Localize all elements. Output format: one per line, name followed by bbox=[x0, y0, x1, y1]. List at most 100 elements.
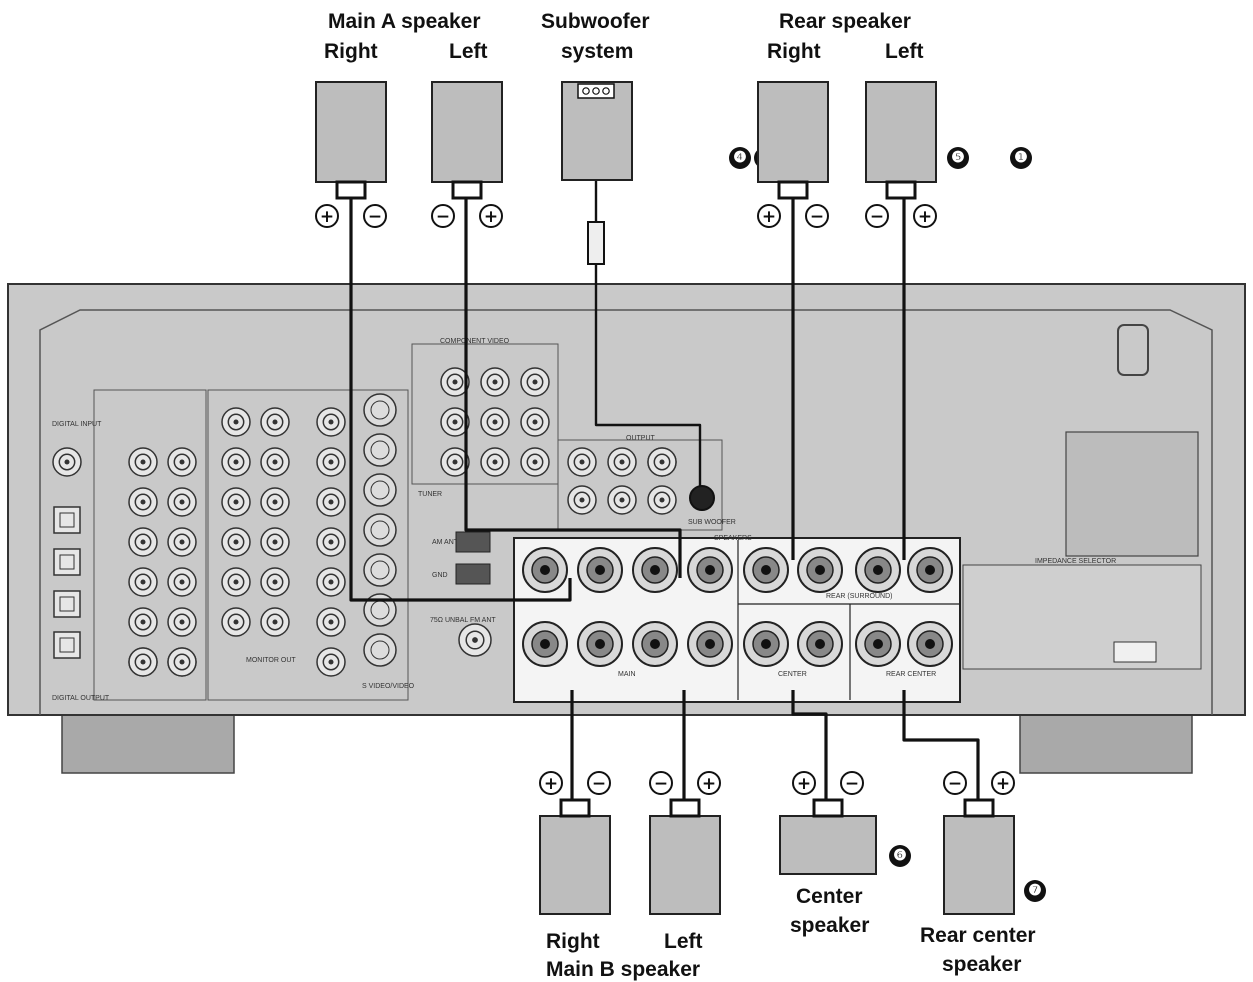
video-audio-jack[interactable] bbox=[260, 567, 290, 597]
s-video-jack[interactable] bbox=[363, 473, 397, 507]
preamp-output-jack[interactable] bbox=[607, 485, 637, 515]
speaker-binding-post[interactable] bbox=[687, 621, 733, 667]
impedance-selector-panel bbox=[962, 564, 1202, 670]
polarity-plus-marker: + bbox=[697, 771, 721, 795]
s-video-jack[interactable] bbox=[363, 433, 397, 467]
impedance-switch[interactable] bbox=[1113, 641, 1157, 663]
component-video-jack[interactable] bbox=[480, 407, 510, 437]
speaker-binding-post[interactable] bbox=[797, 547, 843, 593]
video-audio-jack[interactable] bbox=[260, 447, 290, 477]
audio-input-jack-r[interactable] bbox=[128, 447, 158, 477]
video-audio-jack[interactable] bbox=[221, 447, 251, 477]
center-input-jack[interactable] bbox=[167, 647, 197, 677]
preamp-output-jack[interactable] bbox=[567, 485, 597, 515]
center-output-jack[interactable] bbox=[647, 447, 677, 477]
polarity-minus-marker: − bbox=[840, 771, 864, 795]
speaker-binding-post[interactable] bbox=[687, 547, 733, 593]
polarity-minus-marker: − bbox=[649, 771, 673, 795]
audio-input-jack-l[interactable] bbox=[167, 607, 197, 637]
svg-text:−: − bbox=[592, 774, 606, 794]
fm-antenna-jack[interactable] bbox=[458, 623, 492, 657]
coaxial-input-jack[interactable] bbox=[52, 447, 82, 477]
speaker-binding-post[interactable] bbox=[743, 547, 789, 593]
speaker-binding-post[interactable] bbox=[907, 621, 953, 667]
audio-input-jack-r[interactable] bbox=[128, 527, 158, 557]
speaker-boxes: +−−++−−++−−++−−+ bbox=[315, 81, 1015, 915]
audio-input-jack-r[interactable] bbox=[128, 487, 158, 517]
s-video-jack[interactable] bbox=[363, 633, 397, 667]
video-jack[interactable] bbox=[316, 567, 346, 597]
audio-input-jack-l[interactable] bbox=[167, 567, 197, 597]
video-jack[interactable] bbox=[316, 607, 346, 637]
sub-woofer-input-jack[interactable] bbox=[128, 647, 158, 677]
speaker-binding-post[interactable] bbox=[577, 621, 623, 667]
antenna-terminal[interactable] bbox=[455, 531, 491, 553]
jack-array bbox=[52, 367, 677, 677]
video-audio-jack[interactable] bbox=[221, 567, 251, 597]
rear-center-label-line2: speaker bbox=[942, 953, 1022, 976]
audio-input-jack-r[interactable] bbox=[128, 607, 158, 637]
wire-main-a-right bbox=[349, 196, 572, 602]
main-a-left-label: Left bbox=[449, 40, 488, 63]
video-jack[interactable] bbox=[316, 407, 346, 437]
svg-text:+: + bbox=[918, 207, 932, 227]
video-audio-jack[interactable] bbox=[221, 527, 251, 557]
optical-port[interactable] bbox=[53, 506, 81, 534]
speaker-binding-post[interactable] bbox=[797, 621, 843, 667]
speaker-binding-post[interactable] bbox=[632, 621, 678, 667]
audio-input-jack-l[interactable] bbox=[167, 527, 197, 557]
audio-input-jack-l[interactable] bbox=[167, 447, 197, 477]
video-jack[interactable] bbox=[316, 447, 346, 477]
rear-speaker-title: Rear speaker bbox=[779, 10, 911, 33]
component-video-jack[interactable] bbox=[480, 447, 510, 477]
video-jack[interactable] bbox=[316, 527, 346, 557]
component-video-jack[interactable] bbox=[520, 447, 550, 477]
video-audio-jack[interactable] bbox=[260, 487, 290, 517]
badge-4: ❹ bbox=[729, 147, 751, 169]
preamp-output-jack[interactable] bbox=[647, 485, 677, 515]
video-audio-jack[interactable] bbox=[221, 487, 251, 517]
component-video-jack[interactable] bbox=[520, 407, 550, 437]
video-audio-jack[interactable] bbox=[260, 407, 290, 437]
polarity-plus-marker: + bbox=[539, 771, 563, 795]
speaker-binding-post[interactable] bbox=[743, 621, 789, 667]
component-video-jack[interactable] bbox=[480, 367, 510, 397]
component-video-jack[interactable] bbox=[520, 367, 550, 397]
sub-woofer-output-label: SUB WOOFER bbox=[688, 519, 736, 526]
main-terminal-label: MAIN bbox=[618, 671, 636, 678]
speaker-binding-post[interactable] bbox=[855, 621, 901, 667]
badge-1: ❶ bbox=[1010, 147, 1032, 169]
wire-center bbox=[791, 690, 828, 800]
s-video-jack[interactable] bbox=[363, 393, 397, 427]
component-video-jack[interactable] bbox=[440, 407, 470, 437]
speaker-binding-post[interactable] bbox=[632, 547, 678, 593]
speaker-binding-post[interactable] bbox=[522, 547, 568, 593]
preamp-output-jack[interactable] bbox=[607, 447, 637, 477]
video-audio-jack[interactable] bbox=[260, 607, 290, 637]
speaker-binding-post[interactable] bbox=[522, 621, 568, 667]
optical-port[interactable] bbox=[53, 590, 81, 618]
speaker-binding-post[interactable] bbox=[907, 547, 953, 593]
speaker-binding-post[interactable] bbox=[855, 547, 901, 593]
video-audio-jack[interactable] bbox=[221, 407, 251, 437]
video-audio-jack[interactable] bbox=[260, 527, 290, 557]
monitor-out-label: MONITOR OUT bbox=[246, 657, 296, 664]
optical-port[interactable] bbox=[53, 548, 81, 576]
preamp-output-jack[interactable] bbox=[567, 447, 597, 477]
main-a-title: Main A speaker bbox=[328, 10, 481, 33]
svg-text:+: + bbox=[702, 774, 716, 794]
receiver-foot-left bbox=[61, 714, 235, 774]
component-video-jack[interactable] bbox=[440, 447, 470, 477]
component-video-jack[interactable] bbox=[440, 367, 470, 397]
speaker-binding-post[interactable] bbox=[577, 547, 623, 593]
audio-input-jack-l[interactable] bbox=[167, 487, 197, 517]
video-audio-jack[interactable] bbox=[221, 607, 251, 637]
s-video-jack[interactable] bbox=[363, 513, 397, 547]
monitor-out-jack[interactable] bbox=[316, 647, 346, 677]
rear-left-speaker: −+ bbox=[865, 81, 937, 228]
antenna-terminal[interactable] bbox=[455, 563, 491, 585]
optical-port[interactable] bbox=[53, 631, 81, 659]
s-video-jack[interactable] bbox=[363, 553, 397, 587]
audio-input-jack-r[interactable] bbox=[128, 567, 158, 597]
video-jack[interactable] bbox=[316, 487, 346, 517]
